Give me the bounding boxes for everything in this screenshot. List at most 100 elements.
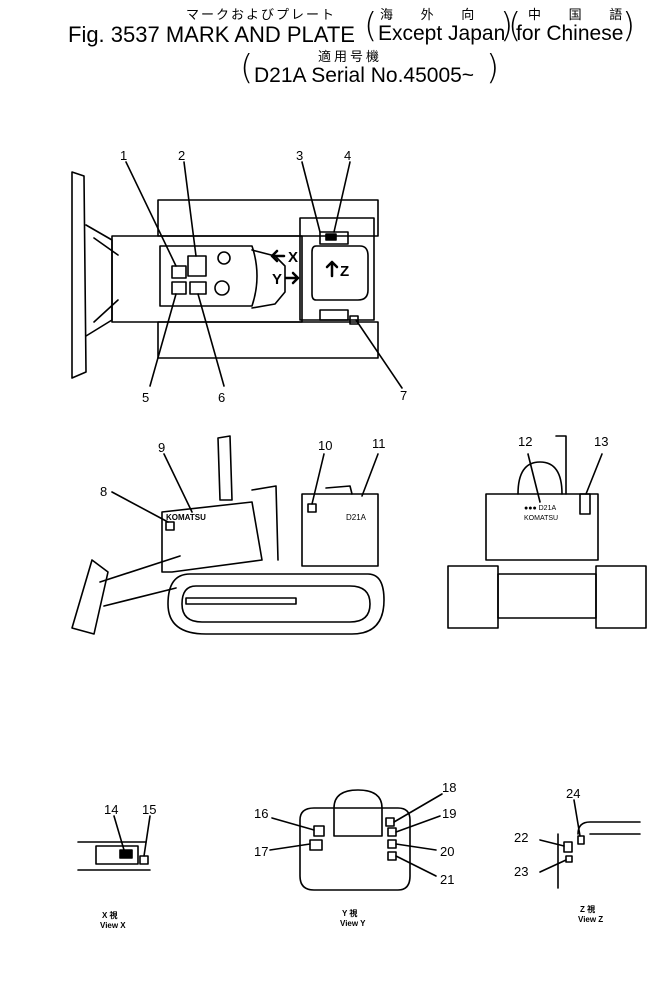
callout-20: 20 <box>440 844 454 859</box>
top-view-exhaust <box>217 251 231 265</box>
side-view-hood <box>161 501 263 573</box>
side-view-blade-arms <box>99 555 181 607</box>
callout-9: 9 <box>158 440 165 455</box>
leader-6 <box>197 293 225 387</box>
leader-13 <box>585 453 603 495</box>
leader-8 <box>111 491 169 523</box>
view-y-drawing <box>269 789 443 891</box>
side-view-blade <box>71 559 109 635</box>
caption-view-x-japanese: X 視 <box>102 910 118 920</box>
rear-view-seat-back <box>517 461 563 495</box>
view-y-arrow-label: Y <box>272 271 282 288</box>
view-x-arrow-label: X <box>288 249 298 266</box>
plate-5-marker <box>171 281 187 295</box>
paren-open-2: ( <box>508 6 522 46</box>
plate-21-marker <box>387 851 397 861</box>
callout-11: 11 <box>372 436 386 451</box>
top-view-seat <box>311 245 369 301</box>
view-y-seat <box>333 789 383 837</box>
rear-view-right-track <box>595 565 647 629</box>
figure-title: Fig. 3537 MARK AND PLATE <box>68 22 355 48</box>
leader-22 <box>539 839 565 847</box>
plate-24-marker <box>577 835 585 845</box>
caption-view-x: View X <box>100 921 126 930</box>
top-view-right-track <box>157 321 379 359</box>
leader-12 <box>527 453 541 503</box>
leader-9 <box>163 453 193 513</box>
view-x-arrow-icon <box>270 249 286 263</box>
side-view-komatsu-text: KOMATSU <box>166 513 206 522</box>
view-z-arrow-icon <box>325 260 339 278</box>
callout-23: 23 <box>514 864 528 879</box>
leader-7 <box>355 319 403 389</box>
leader-15 <box>143 815 151 857</box>
leader-16 <box>271 817 315 831</box>
rear-view-frame <box>497 573 597 619</box>
callout-8: 8 <box>100 484 107 499</box>
figure-name: MARK AND PLATE <box>165 22 355 47</box>
view-x-panel <box>95 845 139 865</box>
view-x-drawing <box>77 815 151 871</box>
leader-19 <box>395 815 441 833</box>
leader-14 <box>113 815 125 851</box>
top-view-cab-front <box>251 249 286 309</box>
plate-14-marker <box>119 849 133 859</box>
plate-18-marker <box>385 817 395 827</box>
top-view-left-track <box>157 199 379 237</box>
plate-6-marker <box>189 281 207 295</box>
plate-1-marker <box>171 265 187 279</box>
paren-open-3: ( <box>240 48 254 88</box>
leader-2 <box>183 161 197 257</box>
leader-5 <box>149 293 177 387</box>
callout-13: 13 <box>594 434 608 449</box>
top-view-drawing: X Y Z <box>71 161 403 389</box>
plate-8-marker <box>165 521 175 531</box>
callout-2: 2 <box>178 148 185 163</box>
callout-5: 5 <box>142 390 149 405</box>
callout-17: 17 <box>254 844 268 859</box>
paren-close-3: ) <box>486 48 500 88</box>
callout-1: 1 <box>120 148 127 163</box>
side-view-cab-post <box>251 485 279 561</box>
leader-3 <box>301 161 321 233</box>
caption-view-z: View Z <box>578 915 603 924</box>
rear-view-drawing: ●●● D21A KOMATSU <box>447 435 647 629</box>
callout-18: 18 <box>442 780 456 795</box>
callout-22: 22 <box>514 830 528 845</box>
callout-14: 14 <box>104 802 118 817</box>
caption-view-z-japanese: Z 視 <box>580 904 595 914</box>
callout-10: 10 <box>318 438 332 453</box>
side-view-track <box>167 573 385 635</box>
plate-3-marker <box>325 233 337 241</box>
plate-19-marker <box>387 827 397 837</box>
title-except-japan: Except Japan <box>378 22 506 45</box>
paren-close-2: ) <box>622 6 636 46</box>
leader-1 <box>125 161 177 267</box>
view-z-drawing <box>539 799 641 889</box>
top-view-blade-link <box>93 237 119 323</box>
side-view-model-text: D21A <box>346 513 367 522</box>
top-view-air-cleaner <box>214 280 230 296</box>
title-japanese-mark-and-plate: マークおよびプレート <box>186 7 337 22</box>
caption-view-y-japanese: Y 視 <box>342 908 357 918</box>
callout-15: 15 <box>142 802 156 817</box>
title-japanese-overseas: 海 外 向 <box>380 7 487 22</box>
top-view-blade <box>71 171 87 379</box>
caption-view-y: View Y <box>340 919 366 928</box>
leader-24 <box>573 799 581 837</box>
plate-17-marker <box>309 839 323 851</box>
title-serial-number: D21A Serial No.45005~ <box>254 64 475 87</box>
plate-23-marker <box>565 855 573 863</box>
callout-3: 3 <box>296 148 303 163</box>
view-y-body <box>299 807 411 891</box>
plate-15-marker <box>139 855 149 865</box>
plate-2-marker <box>187 255 207 277</box>
callout-4: 4 <box>344 148 351 163</box>
title-for-chinese: for Chinese <box>516 22 624 45</box>
rear-view-body <box>485 493 599 561</box>
callout-19: 19 <box>442 806 456 821</box>
leader-20 <box>395 843 437 851</box>
side-view-cap <box>325 485 353 495</box>
leader-10 <box>311 453 325 505</box>
leader-23 <box>539 859 567 873</box>
